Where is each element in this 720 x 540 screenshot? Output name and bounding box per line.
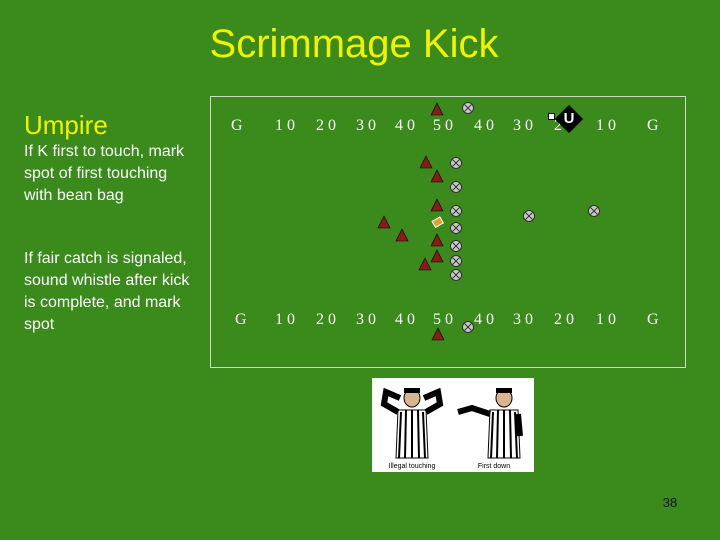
kicking-team-player-icon xyxy=(431,327,445,341)
receiving-team-player-icon xyxy=(523,210,535,222)
yard-label: 40 xyxy=(395,311,419,328)
yard-label: 40 xyxy=(395,117,419,134)
first-down-signal: First down xyxy=(454,378,534,472)
kicking-team-player-icon xyxy=(430,198,444,212)
page-number: 38 xyxy=(662,495,678,510)
yard-label: 10 xyxy=(596,311,620,328)
umpire-heading: Umpire xyxy=(24,110,108,140)
bottom-yard-labels: G 10 20 30 40 50 40 30 20 10 G xyxy=(211,311,685,335)
bean-bag-icon xyxy=(431,216,445,229)
receiving-team-player-icon xyxy=(588,205,600,217)
note-first-touch: If K first to touch, mark spot of first … xyxy=(24,143,185,204)
yard-label: 30 xyxy=(513,311,537,328)
yard-label: 10 xyxy=(596,117,620,134)
kicking-team-player-icon xyxy=(419,155,433,169)
receiving-team-player-icon xyxy=(450,157,462,169)
yard-label: 50 xyxy=(433,311,457,328)
yard-label: 40 xyxy=(474,117,498,134)
umpire-letter: U xyxy=(563,110,575,127)
kicking-team-player-icon xyxy=(430,249,444,263)
yard-label: 20 xyxy=(316,117,340,134)
illegal-touching-signal: Illegal touching xyxy=(372,378,452,472)
receiving-team-player-icon xyxy=(450,181,462,193)
receiving-team-player-icon xyxy=(450,205,462,217)
receiving-team-player-icon xyxy=(450,255,462,267)
receiving-team-player-icon xyxy=(450,240,462,252)
kicking-team-player-icon xyxy=(430,233,444,247)
yard-label: G xyxy=(231,117,247,134)
receiving-team-player-icon xyxy=(462,102,474,114)
yard-label: 20 xyxy=(316,311,340,328)
yard-label: G xyxy=(235,311,251,328)
yard-label: 10 xyxy=(275,311,299,328)
umpire-flag-icon xyxy=(548,113,555,120)
yard-label: 30 xyxy=(356,311,380,328)
slide-title: Scrimmage Kick xyxy=(209,22,499,66)
kicking-team-player-icon xyxy=(430,102,444,116)
yard-label: 20 xyxy=(554,311,578,328)
yard-label: 40 xyxy=(474,311,498,328)
player-diagram xyxy=(377,102,600,341)
receiving-team-player-icon xyxy=(450,222,462,234)
yard-label: G xyxy=(647,311,663,328)
yard-label: 30 xyxy=(356,117,380,134)
kicking-team-player-icon xyxy=(418,257,432,271)
official-signals-panel: Illegal touching First down xyxy=(372,378,534,472)
referee-illegal-touching-icon xyxy=(380,387,444,459)
yard-label: 10 xyxy=(275,117,299,134)
umpire-marker: U xyxy=(548,104,584,134)
illegal-touching-caption: Illegal touching xyxy=(388,463,436,470)
note-fair-catch: If fair catch is signaled, sound whistle… xyxy=(24,250,190,333)
referee-first-down-icon xyxy=(457,388,523,459)
football-field: G 10 20 30 40 50 40 30 20 10 G G 10 20 3… xyxy=(210,96,686,368)
first-down-caption: First down xyxy=(477,463,511,470)
kicking-team-player-icon xyxy=(430,169,444,183)
kicking-team-player-icon xyxy=(377,215,391,229)
yard-label: 50 xyxy=(433,117,457,134)
yard-label: 30 xyxy=(513,117,537,134)
receiving-team-player-icon xyxy=(450,269,462,281)
receiving-team-player-icon xyxy=(462,321,474,333)
yard-label: G xyxy=(647,117,663,134)
kicking-team-player-icon xyxy=(395,228,409,242)
